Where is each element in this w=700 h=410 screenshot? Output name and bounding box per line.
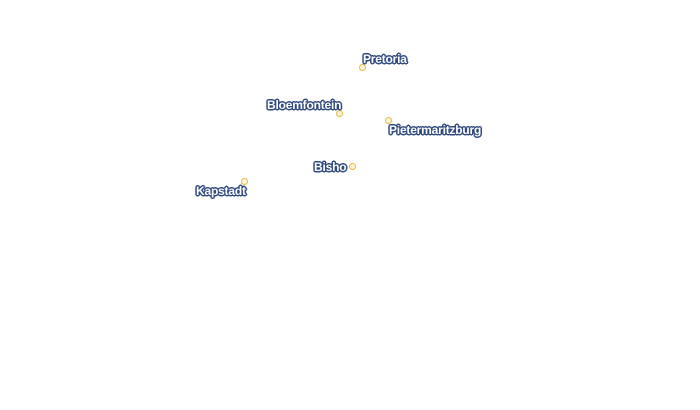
city-label-bisho: Bisho [314, 160, 347, 174]
city-marker-bisho[interactable] [349, 163, 356, 170]
city-marker-pietermaritzburg[interactable] [385, 117, 392, 124]
city-label-bloemfontein: Bloemfontein [267, 98, 342, 112]
city-marker-bloemfontein[interactable] [336, 110, 343, 117]
city-label-pretoria: Pretoria [363, 52, 407, 66]
city-label-pietermaritzburg: Pietermaritzburg [389, 123, 482, 137]
city-marker-kapstadt[interactable] [241, 178, 248, 185]
city-label-kapstadt: Kapstadt [196, 184, 246, 198]
city-marker-pretoria[interactable] [359, 64, 366, 71]
